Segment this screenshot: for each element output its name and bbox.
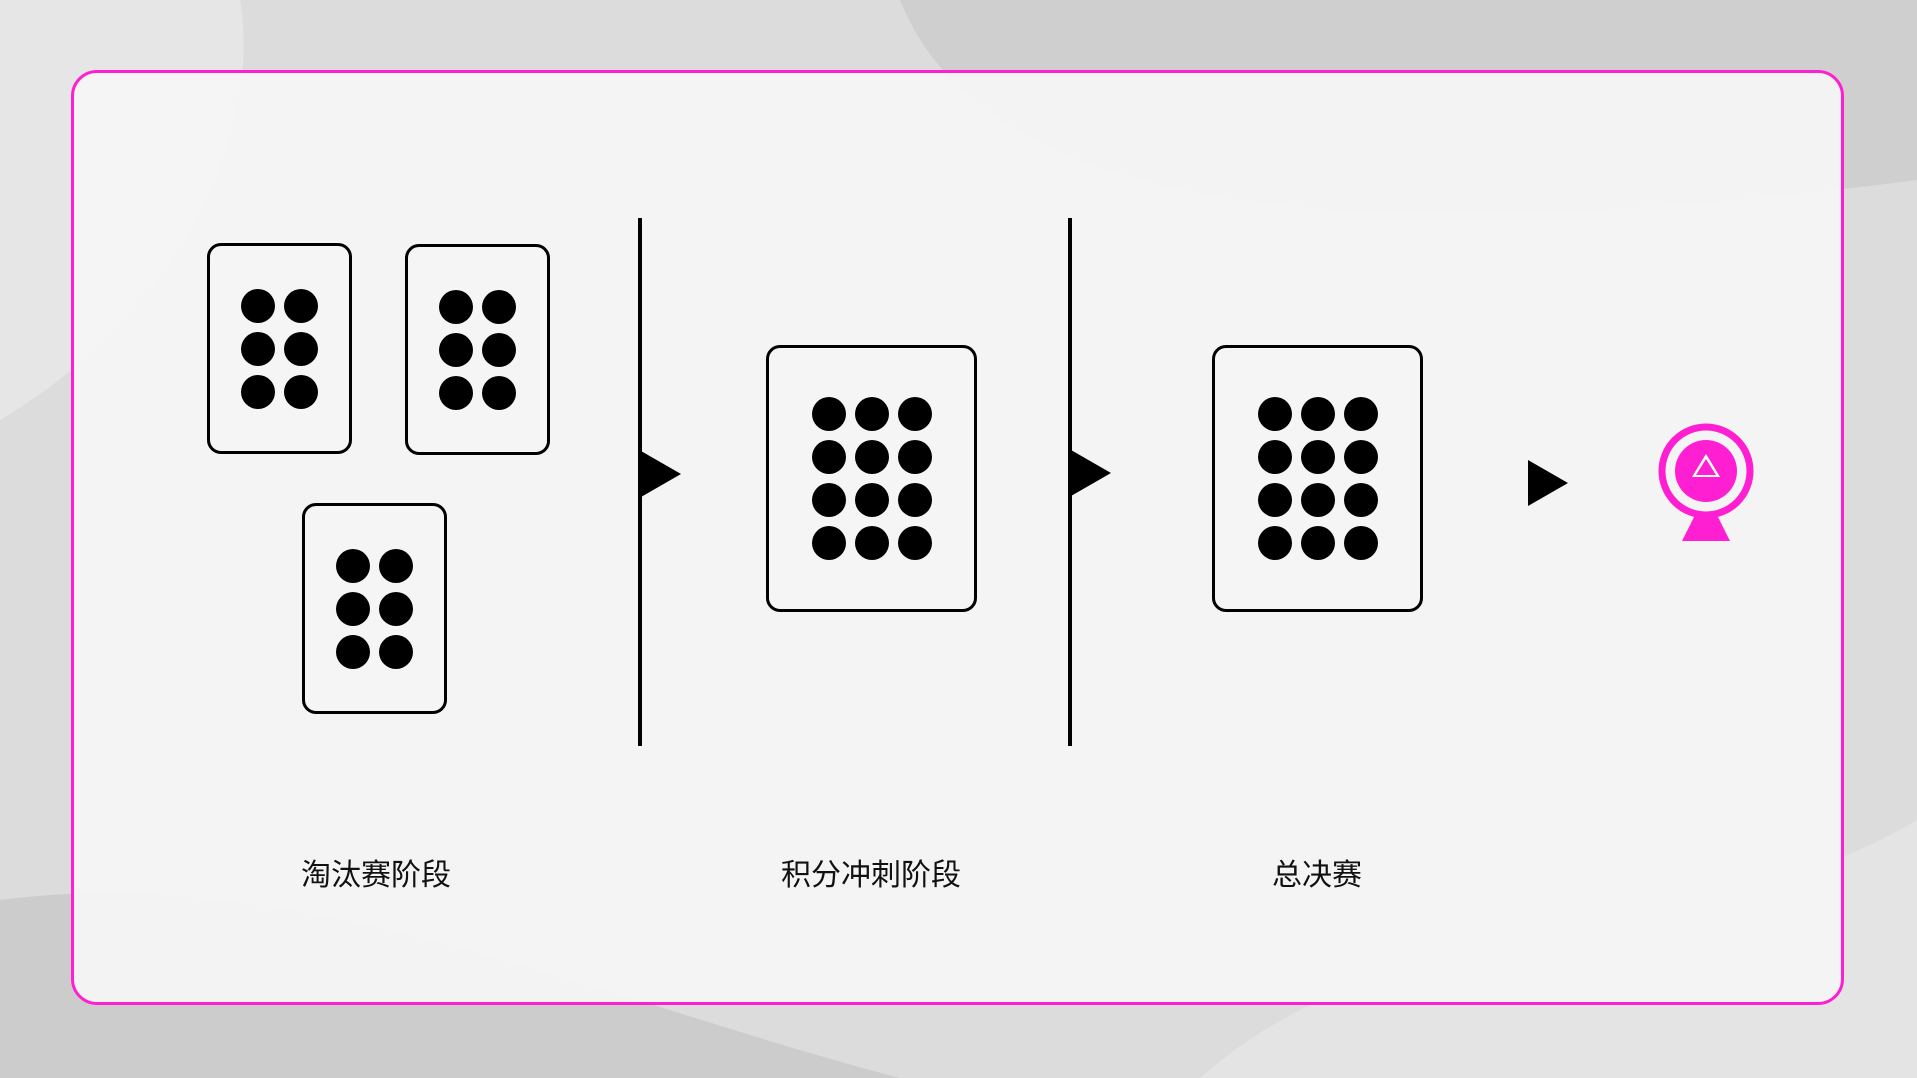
player-dot <box>482 289 516 324</box>
player-dot <box>241 374 275 409</box>
player-dot <box>897 526 932 560</box>
player-dot <box>379 591 413 626</box>
play-arrow-icon <box>1071 450 1111 496</box>
player-dot <box>1343 526 1378 560</box>
player-dot <box>811 440 846 474</box>
player-dot <box>854 397 889 431</box>
stage-label-points-sprint: 积分冲刺阶段 <box>781 858 961 893</box>
team-card-large <box>1212 345 1423 612</box>
player-dot <box>897 397 932 431</box>
team-card-large <box>766 345 977 612</box>
player-dot <box>1300 440 1335 474</box>
player-dot <box>1257 397 1292 431</box>
player-dot <box>439 332 473 367</box>
player-dot <box>284 288 318 323</box>
stage-divider <box>638 218 642 746</box>
player-dot <box>1257 440 1292 474</box>
play-arrow-icon <box>641 451 681 497</box>
player-dot <box>1300 397 1335 431</box>
player-dot <box>482 375 516 410</box>
player-dot <box>1343 440 1378 474</box>
player-dot <box>1300 483 1335 517</box>
player-dot <box>854 483 889 517</box>
player-dot <box>811 483 846 517</box>
player-dot <box>1343 483 1378 517</box>
player-dot <box>241 288 275 323</box>
player-dot <box>284 374 318 409</box>
player-dot <box>811 397 846 431</box>
team-card <box>302 503 447 714</box>
team-card <box>207 243 352 454</box>
trophy-icon <box>1658 423 1754 541</box>
player-dot <box>336 548 370 583</box>
player-dot <box>439 375 473 410</box>
player-dot <box>284 331 318 366</box>
player-dot <box>482 332 516 367</box>
player-dot <box>1257 483 1292 517</box>
player-dot <box>439 289 473 324</box>
stage-divider <box>1068 218 1072 746</box>
player-dot <box>379 634 413 669</box>
player-dot <box>336 591 370 626</box>
player-dot <box>336 634 370 669</box>
play-arrow-icon <box>1528 460 1568 506</box>
player-dot <box>379 548 413 583</box>
player-dot <box>1257 526 1292 560</box>
player-dot <box>811 526 846 560</box>
player-dot <box>1343 397 1378 431</box>
player-dot <box>241 331 275 366</box>
team-card <box>405 244 550 455</box>
player-dot <box>1300 526 1335 560</box>
player-dot <box>897 440 932 474</box>
stage-label-knockout: 淘汰赛阶段 <box>301 858 451 893</box>
player-dot <box>854 440 889 474</box>
player-dot <box>897 483 932 517</box>
player-dot <box>854 526 889 560</box>
stage-label-final: 总决赛 <box>1272 858 1362 893</box>
